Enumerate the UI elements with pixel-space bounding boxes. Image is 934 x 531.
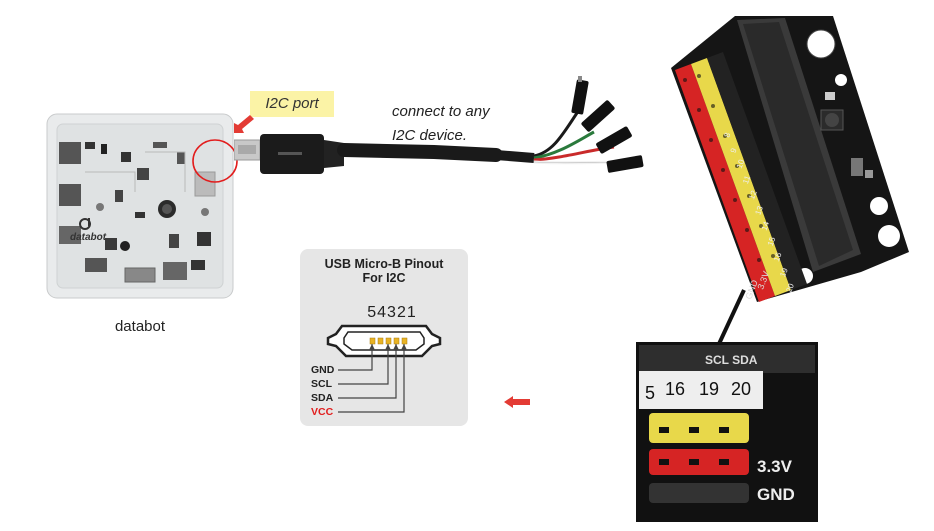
- port-arrow-icon: [232, 113, 254, 135]
- zoom-number-16: 16: [665, 379, 686, 399]
- databot-label: databot: [114, 318, 166, 335]
- zoom-pointer-line: [712, 288, 752, 348]
- board-pin-number: 12: [747, 189, 759, 201]
- i2c-port-badge: I2C port: [250, 91, 334, 117]
- left-arrow-icon: [504, 395, 532, 409]
- zoom-number-19: 19: [699, 379, 720, 399]
- zoom-detail-box: SCL SDA 16 19 20 5 3.3V GND: [636, 342, 818, 522]
- pin-label-vcc: VCC: [311, 406, 334, 418]
- pin-label-sda: SDA: [311, 392, 334, 404]
- usb-cable: [234, 70, 664, 200]
- micro-usb-connector-diagram: [300, 318, 468, 426]
- pinout-pin-numbers: 54321: [367, 304, 417, 321]
- zoom-header-label: SCL SDA: [705, 353, 758, 367]
- port-highlight-circle: [190, 137, 240, 185]
- zoom-number-20: 20: [731, 379, 752, 399]
- board-pin-number: 11: [741, 174, 752, 185]
- pin-label-scl: SCL: [311, 378, 332, 390]
- databot-logo-text: databot: [70, 232, 107, 243]
- pinout-title-line-2: For I2C: [362, 271, 406, 285]
- connect-line-1: connect to any: [392, 103, 490, 120]
- connect-line-2: I2C device.: [392, 127, 468, 144]
- pinout-title: USB Micro-B Pinout For I2C: [300, 257, 468, 285]
- board-pin-number: 14: [760, 220, 772, 232]
- board-pin-number: 20: [784, 282, 796, 294]
- pinout-title-line-1: USB Micro-B Pinout: [324, 257, 444, 271]
- board-pin-number: 19: [778, 266, 790, 278]
- pin-label-gnd: GND: [311, 364, 335, 376]
- connect-description: connect to any I2C device.: [392, 100, 532, 148]
- board-pin-number: 10: [735, 158, 747, 170]
- zoom-label-3v3: 3.3V: [757, 457, 792, 476]
- board-pin-number: 16: [772, 251, 784, 263]
- board-pin-number: 8: [722, 131, 732, 139]
- zoom-label-gnd: GND: [757, 485, 795, 504]
- board-pin-number: 15: [766, 235, 778, 247]
- board-pin-number: 9: [729, 146, 739, 154]
- databot-device: [45, 112, 235, 300]
- board-pin-number: 13: [753, 204, 765, 216]
